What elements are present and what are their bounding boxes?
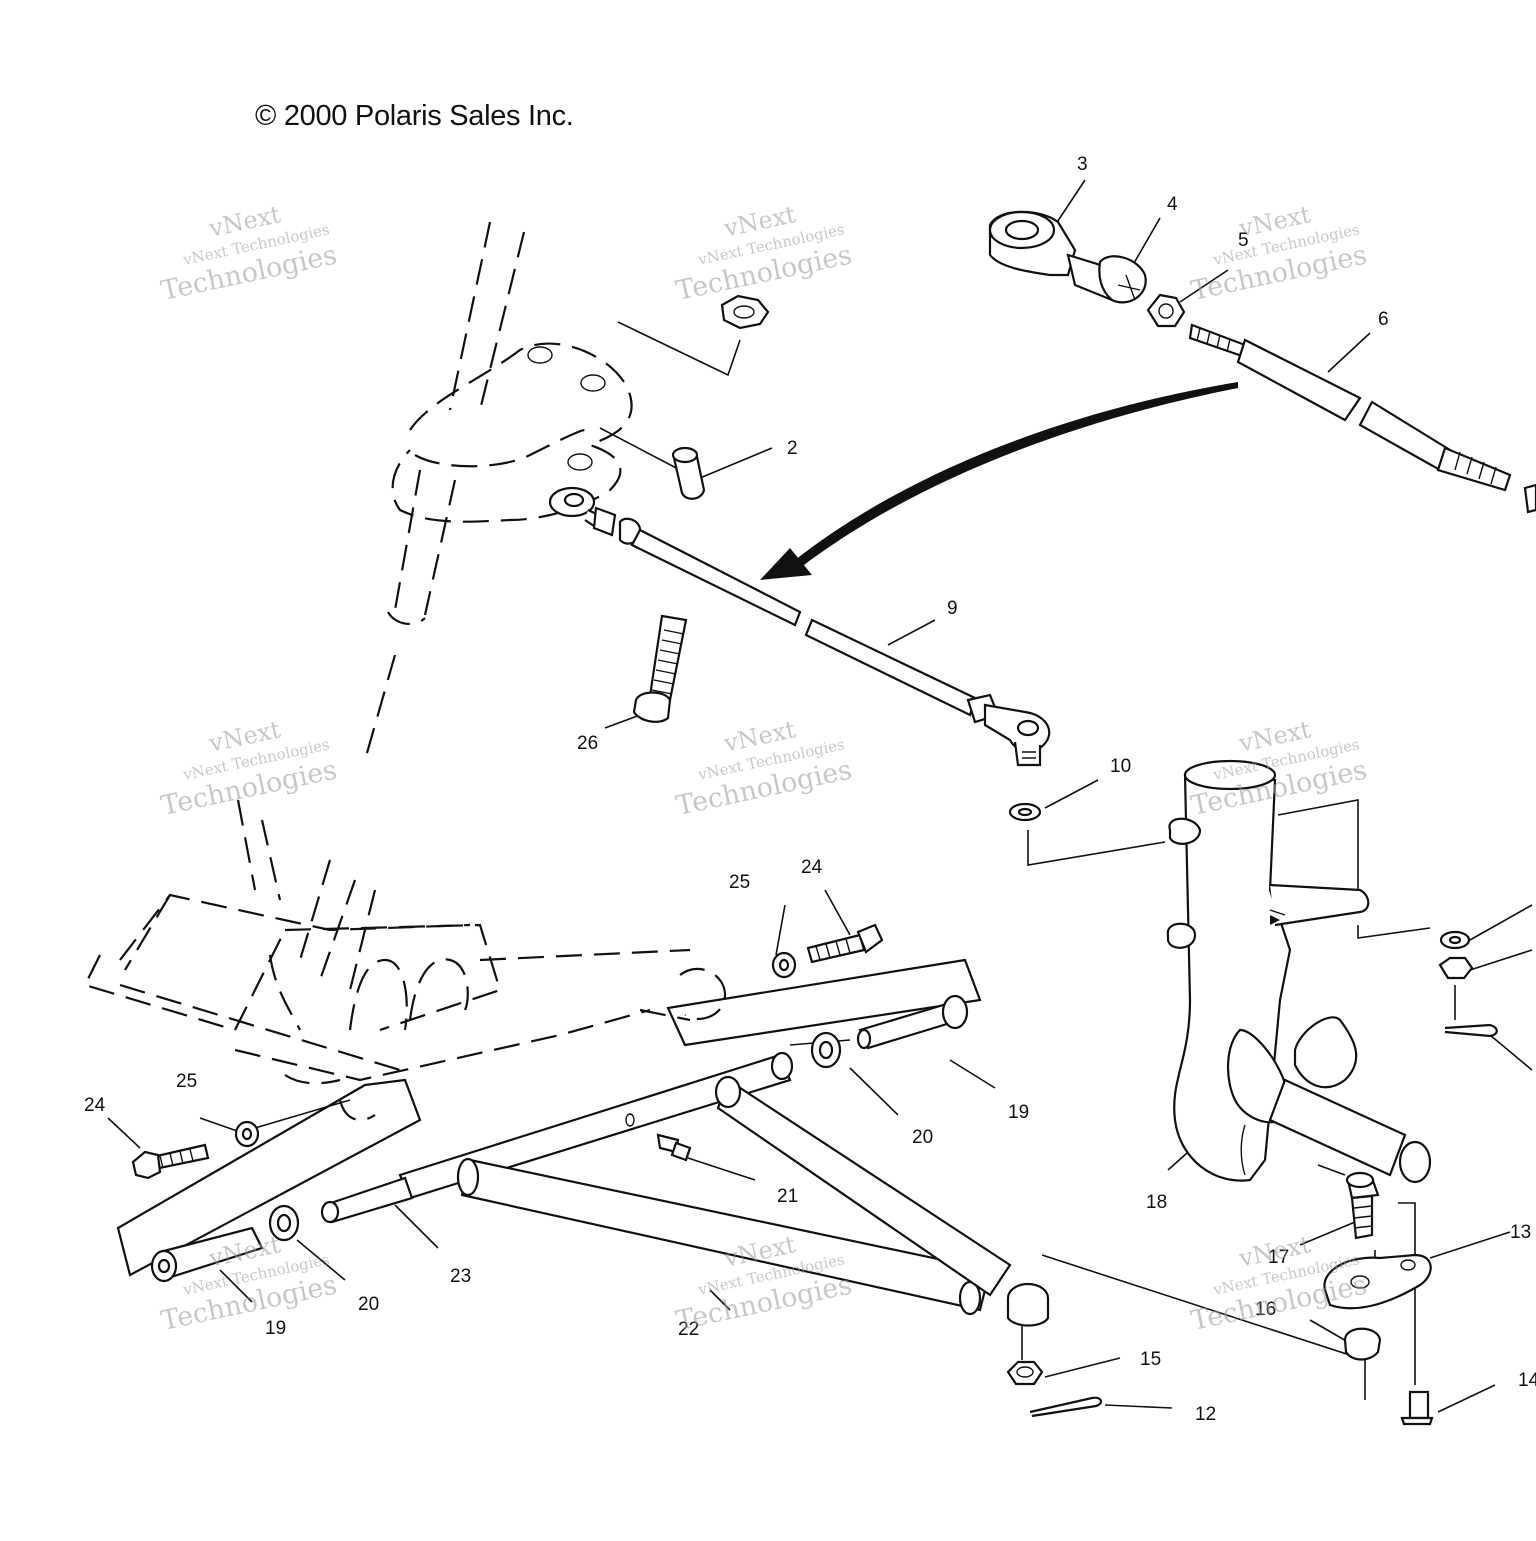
bolt-24-lower bbox=[131, 1120, 260, 1180]
ball-joint-hardware bbox=[1323, 1171, 1434, 1426]
mounting-plates bbox=[116, 958, 982, 1277]
callout-26: 26 bbox=[577, 733, 598, 754]
spacer-bushing-part bbox=[671, 446, 706, 500]
callout-10: 10 bbox=[1110, 756, 1131, 777]
rod-end-assembly bbox=[988, 210, 1186, 328]
steering-arm-plate bbox=[387, 342, 633, 626]
callout-25-lower: 25 bbox=[176, 1071, 197, 1092]
frame-section bbox=[83, 859, 727, 1122]
tie-rod-upper bbox=[1188, 323, 1536, 514]
pivot-bolt-19-lower bbox=[150, 1204, 300, 1283]
callout-6: 6 bbox=[1378, 309, 1389, 330]
callout-4: 4 bbox=[1167, 194, 1178, 215]
callout-12: 12 bbox=[1195, 1404, 1216, 1425]
direction-arrow bbox=[760, 382, 1238, 580]
callout-5: 5 bbox=[1238, 230, 1249, 251]
callout-13: 13 bbox=[1510, 1222, 1531, 1243]
bolt-24-upper bbox=[771, 923, 884, 979]
callout-numbers: 2 3 4 5 6 9 10 12 13 14 15 16 17 18 19 1… bbox=[84, 154, 1536, 1425]
callout-18: 18 bbox=[1146, 1192, 1167, 1213]
a-arm-22-part bbox=[320, 1051, 1050, 1327]
callout-15: 15 bbox=[1140, 1349, 1161, 1370]
callout-24-lower: 24 bbox=[84, 1095, 106, 1116]
callout-25-upper: 25 bbox=[729, 872, 750, 893]
watermark: vNext vNext Technologies Technologies bbox=[158, 200, 339, 307]
steering-post bbox=[236, 221, 526, 901]
watermark: vNext vNext Technologies Technologies bbox=[673, 200, 854, 307]
pivot-bolt-19-upper bbox=[810, 994, 969, 1069]
callout-21: 21 bbox=[777, 1186, 798, 1207]
callout-17: 17 bbox=[1268, 1247, 1289, 1268]
watermark: vNext vNext Technologies Technologies bbox=[158, 715, 339, 822]
callout-23: 23 bbox=[450, 1266, 471, 1287]
callout-20-lower: 20 bbox=[358, 1294, 379, 1315]
leader-lines bbox=[107, 179, 1533, 1413]
watermark: vNext vNext Technologies Technologies bbox=[158, 1230, 339, 1337]
callout-24-upper: 24 bbox=[801, 857, 823, 878]
callout-3: 3 bbox=[1077, 154, 1088, 175]
callout-19-upper: 19 bbox=[1008, 1102, 1029, 1123]
watermark: vNext vNext Technologies Technologies bbox=[1188, 1230, 1369, 1337]
tie-rod-assembly bbox=[548, 486, 1051, 767]
spindle-18-part bbox=[1166, 759, 1432, 1184]
callout-20-upper: 20 bbox=[912, 1127, 933, 1148]
callout-9: 9 bbox=[947, 598, 958, 619]
nut-part bbox=[720, 294, 770, 330]
callout-16: 16 bbox=[1255, 1299, 1276, 1320]
watermark: vNext vNext Technologies Technologies bbox=[1188, 200, 1369, 307]
callout-22: 22 bbox=[678, 1319, 699, 1340]
callout-14: 14 bbox=[1518, 1370, 1536, 1391]
watermark: vNext vNext Technologies Technologies bbox=[673, 715, 854, 822]
washer-10-part bbox=[1008, 802, 1042, 822]
copyright-notice: © 2000 Polaris Sales Inc. bbox=[255, 100, 574, 132]
watermark-group: vNext vNext Technologies Technologies vN… bbox=[158, 200, 1369, 1337]
callout-19-lower: 19 bbox=[265, 1318, 286, 1339]
bolt-26-part bbox=[632, 614, 688, 723]
right-hardware bbox=[1438, 930, 1498, 1038]
callout-2: 2 bbox=[787, 438, 798, 459]
castle-nut-15 bbox=[1006, 1360, 1102, 1418]
